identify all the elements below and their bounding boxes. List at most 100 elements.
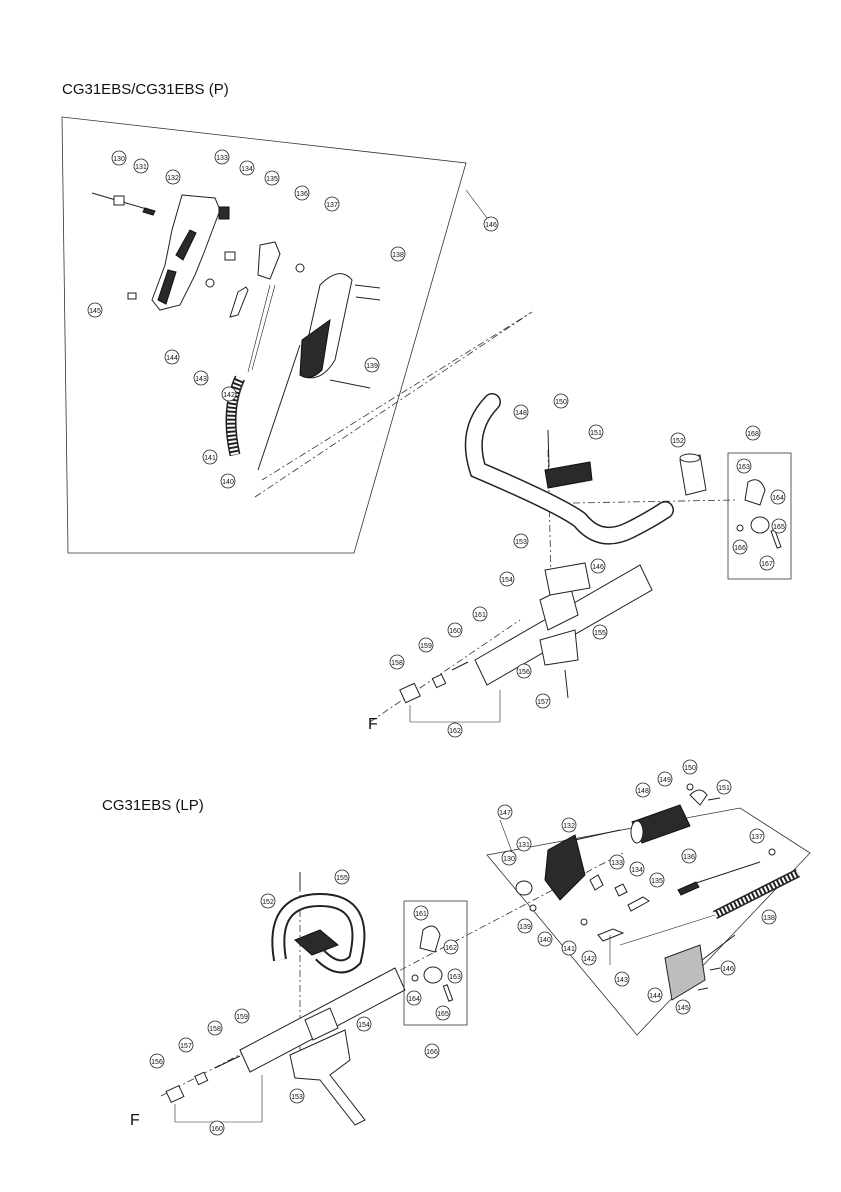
- callout: 151: [588, 424, 604, 440]
- callout: 156: [516, 663, 532, 679]
- callout: 146: [483, 216, 499, 232]
- callout: 153: [513, 533, 529, 549]
- svg-text:134: 134: [241, 166, 253, 173]
- svg-text:165: 165: [773, 524, 785, 531]
- svg-text:164: 164: [772, 495, 784, 502]
- callout: 165: [771, 518, 787, 534]
- svg-text:142: 142: [583, 956, 595, 963]
- callout: 162: [447, 722, 463, 738]
- callout: 157: [178, 1037, 194, 1053]
- callout: 142: [581, 950, 597, 966]
- clamp-kit-box: [727, 452, 792, 580]
- svg-text:136: 136: [683, 854, 695, 861]
- svg-text:165: 165: [437, 1011, 449, 1018]
- svg-text:134: 134: [631, 867, 643, 874]
- callout: 148: [513, 404, 529, 420]
- handle-kit-boundary: [61, 116, 467, 554]
- svg-text:130: 130: [113, 156, 125, 163]
- callout: 163: [736, 458, 752, 474]
- svg-text:162: 162: [445, 945, 457, 952]
- svg-text:132: 132: [563, 823, 575, 830]
- bottom-diagram: F 147 148 149 150 151 131 132 130 133 13…: [130, 759, 811, 1136]
- svg-text:145: 145: [677, 1005, 689, 1012]
- f-label-top: F: [368, 716, 378, 733]
- svg-text:143: 143: [195, 376, 207, 383]
- callout: 151: [716, 779, 732, 795]
- svg-text:167: 167: [761, 561, 773, 568]
- svg-text:148: 148: [637, 788, 649, 795]
- svg-text:158: 158: [209, 1026, 221, 1033]
- svg-text:140: 140: [539, 937, 551, 944]
- drive-shaft-tube: [474, 564, 653, 686]
- svg-text:157: 157: [180, 1043, 192, 1050]
- callout: 133: [214, 149, 230, 165]
- clamp-kit-box-lp: [403, 900, 468, 1026]
- svg-text:135: 135: [266, 176, 278, 183]
- svg-text:156: 156: [151, 1059, 163, 1066]
- svg-text:146: 146: [485, 222, 497, 229]
- svg-text:139: 139: [366, 363, 378, 370]
- callout: 163: [447, 968, 463, 984]
- callout: 167: [759, 555, 775, 571]
- svg-text:161: 161: [474, 612, 486, 619]
- callout: 131: [133, 158, 149, 174]
- callout: 143: [614, 971, 630, 987]
- mount-plate: [664, 944, 706, 1001]
- callout: 159: [418, 637, 434, 653]
- throttle-body: [544, 834, 586, 901]
- svg-text:154: 154: [358, 1022, 370, 1029]
- svg-text:152: 152: [262, 899, 274, 906]
- svg-text:132: 132: [167, 175, 179, 182]
- callout: 139: [517, 918, 533, 934]
- svg-text:155: 155: [594, 630, 606, 637]
- callout: 137: [324, 196, 340, 212]
- callout: 168: [745, 425, 761, 441]
- callout: 130: [111, 150, 127, 166]
- handlebar-cover: [544, 461, 593, 489]
- callout: 138: [761, 909, 777, 925]
- svg-text:133: 133: [611, 860, 623, 867]
- callout: 150: [553, 393, 569, 409]
- callout: 135: [649, 872, 665, 888]
- svg-text:137: 137: [326, 202, 338, 209]
- svg-text:153: 153: [515, 539, 527, 546]
- callouts-top: 130 131 132 133 134 135 136 137 138 139 …: [87, 149, 787, 738]
- callout: 139: [364, 357, 380, 373]
- svg-text:139: 139: [519, 924, 531, 931]
- lower-bracket: [289, 1029, 366, 1126]
- callout: 145: [675, 999, 691, 1015]
- loop-handle: [294, 929, 339, 956]
- svg-text:151: 151: [718, 785, 730, 792]
- callouts-bottom: 147 148 149 150 151 131 132 130 133 134 …: [149, 759, 777, 1136]
- svg-text:155: 155: [336, 875, 348, 882]
- model-label-bottom: CG31EBS (LP): [102, 797, 204, 814]
- throttle-kit-boundary: [486, 807, 811, 1036]
- svg-text:162: 162: [449, 728, 461, 735]
- svg-text:157: 157: [537, 699, 549, 706]
- svg-text:151: 151: [590, 430, 602, 437]
- svg-text:153: 153: [291, 1094, 303, 1101]
- callout: 131: [516, 836, 532, 852]
- callout: 161: [472, 606, 488, 622]
- callout: 144: [647, 987, 663, 1003]
- callout: 161: [413, 905, 429, 921]
- callout: 130: [501, 850, 517, 866]
- callout: 164: [770, 489, 786, 505]
- svg-text:140: 140: [222, 479, 234, 486]
- callout: 146: [590, 558, 606, 574]
- svg-text:138: 138: [763, 915, 775, 922]
- svg-text:166: 166: [734, 545, 746, 552]
- callout: 154: [499, 571, 515, 587]
- callout: 146: [720, 960, 736, 976]
- callout: 143: [193, 370, 209, 386]
- callout: 165: [435, 1005, 451, 1021]
- callout: 147: [497, 804, 513, 820]
- callout: 148: [635, 782, 651, 798]
- svg-text:168: 168: [747, 431, 759, 438]
- svg-text:160: 160: [211, 1126, 223, 1133]
- throttle-trigger: [257, 241, 281, 280]
- callout: 132: [165, 169, 181, 185]
- callout: 152: [260, 893, 276, 909]
- svg-text:144: 144: [166, 355, 178, 362]
